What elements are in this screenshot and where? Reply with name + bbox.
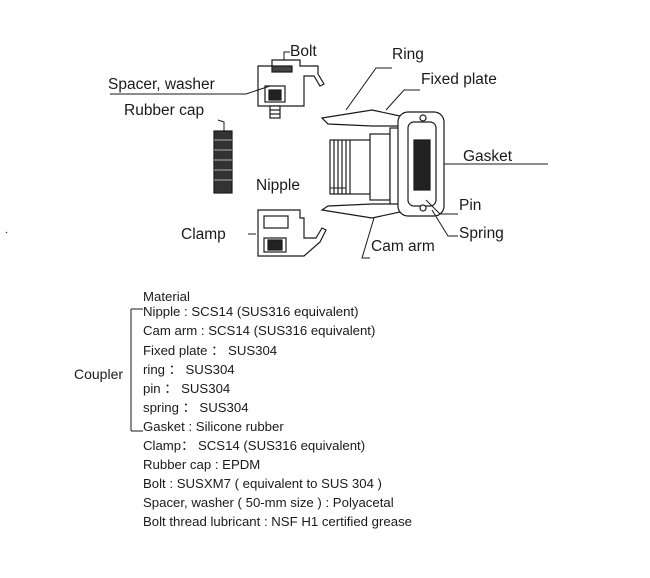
stray-mark (5, 231, 8, 234)
material-row: Clamp： SCS14 (SUS316 equivalent) (143, 438, 366, 453)
label-fixed-plate: Fixed plate (421, 71, 497, 88)
leader-fixed-plate (385, 89, 420, 111)
leader-ring (345, 67, 392, 111)
leader-rubber-cap (217, 119, 225, 131)
label-rubber-cap: Rubber cap (124, 102, 205, 119)
label-gasket: Gasket (463, 148, 513, 165)
coupler-body-drawing (320, 109, 445, 219)
leader-cam-arm (361, 217, 375, 259)
material-row: Fixed plate ： SUS304 (143, 343, 278, 358)
material-row: Nipple : SCS14 (SUS316 equivalent) (143, 304, 359, 319)
leader-pin (425, 199, 458, 215)
material-row: pin ： SUS304 (143, 381, 231, 396)
leader-spacer-washer (110, 85, 271, 95)
leader-bolt (283, 51, 290, 60)
material-row: Spacer, washer ( 50-mm size ) : Polyacet… (143, 495, 394, 510)
bolt-assembly-drawing (257, 59, 325, 119)
material-row: Gasket : Silicone rubber (143, 419, 284, 434)
label-spring: Spring (459, 225, 504, 242)
label-ring: Ring (392, 46, 424, 63)
leader-spring (431, 209, 458, 237)
label-spacer-washer: Spacer, washer (108, 76, 215, 93)
material-row: Bolt thread lubricant : NSF H1 certified… (143, 514, 413, 529)
material-row: Bolt : SUSXM7 ( equivalent to SUS 304 ) (143, 476, 382, 491)
label-pin: Pin (459, 197, 482, 214)
material-row: ring ： SUS304 (143, 362, 235, 377)
clamp-drawing (257, 209, 327, 257)
label-clamp: Clamp (181, 226, 226, 243)
material-row: Rubber cap : EPDM (143, 457, 261, 472)
coupler-group-label: Coupler (74, 366, 124, 382)
label-cam-arm: Cam arm (371, 238, 435, 255)
material-row: spring ： SUS304 (143, 400, 249, 415)
material-heading: Material (143, 289, 190, 304)
leader-lines (5, 51, 548, 259)
nipple-drawing (329, 127, 407, 207)
material-row: Cam arm : SCS14 (SUS316 equivalent) (143, 323, 376, 338)
rubber-cap-drawing (213, 130, 233, 194)
label-nipple: Nipple (256, 177, 300, 194)
materials-bracket (130, 308, 143, 432)
label-bolt: Bolt (290, 43, 317, 60)
